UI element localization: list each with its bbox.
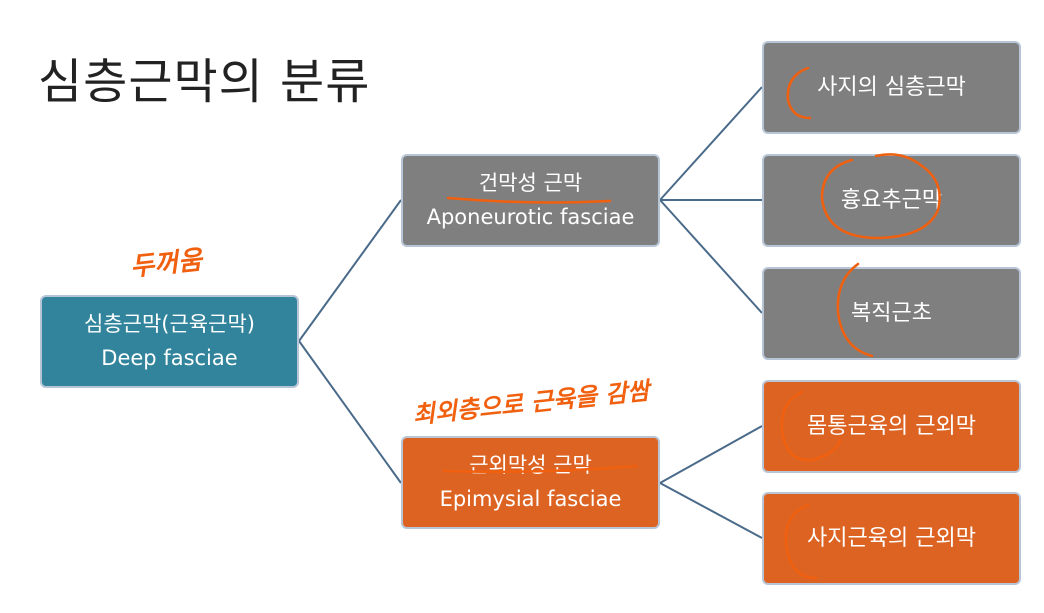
handwritten-note: 최외층으로 근육을 감쌈 — [411, 376, 651, 430]
node-leaf-rectus-sheath: 복직근초 — [762, 267, 1021, 360]
node-label: 사지근육의 근외막 — [807, 525, 976, 551]
node-label-ko: 건막성 근막 — [478, 170, 583, 195]
connector-mid1-leaf3 — [659, 199, 763, 314]
node-leaf-trunk-epimysium: 몸통근육의 근외막 — [762, 380, 1021, 473]
node-label: 흉요추근막 — [840, 187, 943, 213]
connector-root-mid1 — [298, 199, 402, 342]
node-label-ko: 근외막성 근막 — [469, 452, 592, 477]
node-leaf-limb-epimysium: 사지근육의 근외막 — [762, 492, 1021, 585]
connector-mid2-leaf5 — [659, 482, 763, 539]
node-label: 사지의 심층근막 — [817, 74, 966, 100]
node-label-en: Deep fasciae — [101, 345, 238, 370]
connector-mid2-leaf4 — [659, 425, 763, 484]
node-leaf-thoracolumbar-fascia: 흉요추근막 — [762, 154, 1021, 247]
handwritten-note: 두꺼움 — [128, 245, 204, 283]
connector-root-mid2 — [298, 340, 402, 484]
connector-mid1-leaf1 — [659, 86, 763, 201]
node-epimysial-fasciae: 근외막성 근막 Epimysial fasciae — [401, 436, 660, 529]
node-label-en: Epimysial fasciae — [439, 486, 622, 511]
page-title: 심층근막의 분류 — [38, 54, 371, 110]
node-label: 복직근초 — [851, 300, 932, 326]
node-leaf-limb-deep-fascia: 사지의 심층근막 — [762, 41, 1021, 134]
node-label-en: Aponeurotic fasciae — [426, 204, 635, 229]
node-label: 몸통근육의 근외막 — [807, 413, 976, 439]
node-label-ko: 심층근막(근육근막) — [84, 311, 255, 336]
node-deep-fasciae: 심층근막(근육근막) Deep fasciae — [40, 295, 299, 388]
node-aponeurotic-fasciae: 건막성 근막 Aponeurotic fasciae — [401, 154, 660, 247]
